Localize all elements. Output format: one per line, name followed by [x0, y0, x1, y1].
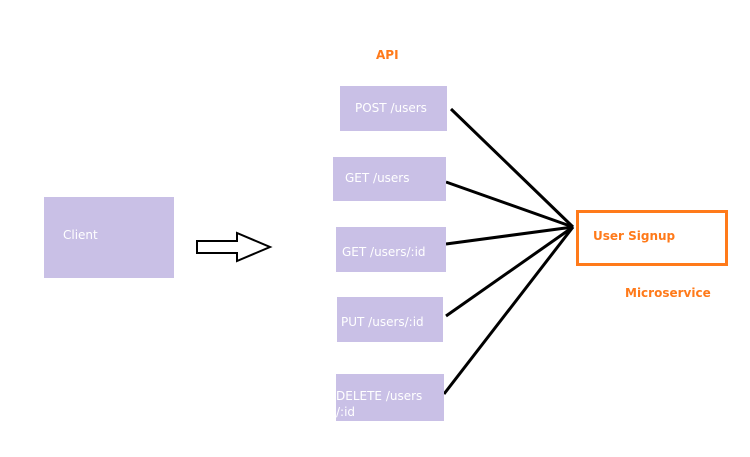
- endpoint-label: POST /users: [355, 101, 427, 115]
- client-label: Client: [63, 228, 98, 242]
- service-label: User Signup: [593, 229, 676, 243]
- connector-put-user-by-id: [445, 225, 574, 318]
- endpoint-label: GET /users: [345, 171, 410, 185]
- connector-post-users: [449, 107, 575, 229]
- endpoint-label: PUT /users/:id: [341, 315, 424, 329]
- api-label: API: [376, 48, 399, 62]
- endpoint-post-users: POST /users: [340, 86, 447, 131]
- endpoint-delete-user-by-id: DELETE /users /:id: [336, 374, 444, 421]
- client-box: Client: [44, 197, 174, 278]
- user-signup-service-box: User Signup: [576, 210, 728, 266]
- microservice-caption: Microservice: [625, 286, 711, 300]
- connector-get-user-by-id: [445, 225, 574, 246]
- endpoint-get-user-by-id: GET /users/:id: [336, 227, 446, 272]
- endpoint-label: GET /users/:id: [342, 245, 426, 259]
- client-to-api-arrow: [196, 231, 273, 263]
- endpoint-put-user-by-id: PUT /users/:id: [337, 297, 443, 342]
- connector-get-users: [445, 180, 574, 229]
- endpoint-get-users: GET /users: [333, 157, 446, 201]
- connector-delete-user-by-id: [442, 226, 575, 395]
- endpoint-label: DELETE /users /:id: [336, 389, 423, 419]
